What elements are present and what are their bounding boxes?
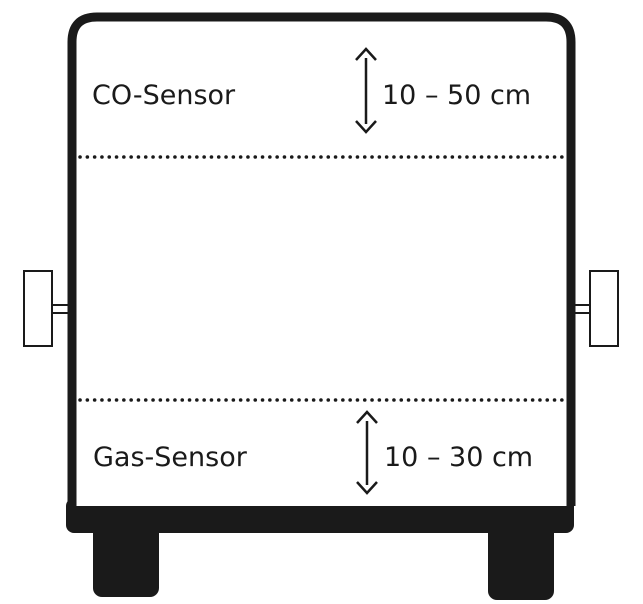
left-mirror-glass [23,270,53,347]
co-sensor-label: CO-Sensor [92,80,236,111]
bumper [66,498,574,533]
left-wheel [93,518,159,597]
gas-sensor-label: Gas-Sensor [93,442,247,473]
right-wheel [488,518,554,600]
co-sensor-range: 10 – 50 cm [382,80,532,111]
vehicle-body [67,12,576,506]
right-mirror [574,270,619,347]
gas-range-arrow-head-up [356,410,378,424]
co-range-arrow-head-up [355,47,377,61]
co-range-arrow-head-down [355,120,377,134]
gas-range-arrow-head-down [356,481,378,495]
gas-sensor-range: 10 – 30 cm [384,442,534,473]
right-mirror-glass [589,270,619,347]
co-range-arrow [355,47,377,134]
left-mirror [23,270,68,347]
gas-range-arrow [356,410,378,495]
